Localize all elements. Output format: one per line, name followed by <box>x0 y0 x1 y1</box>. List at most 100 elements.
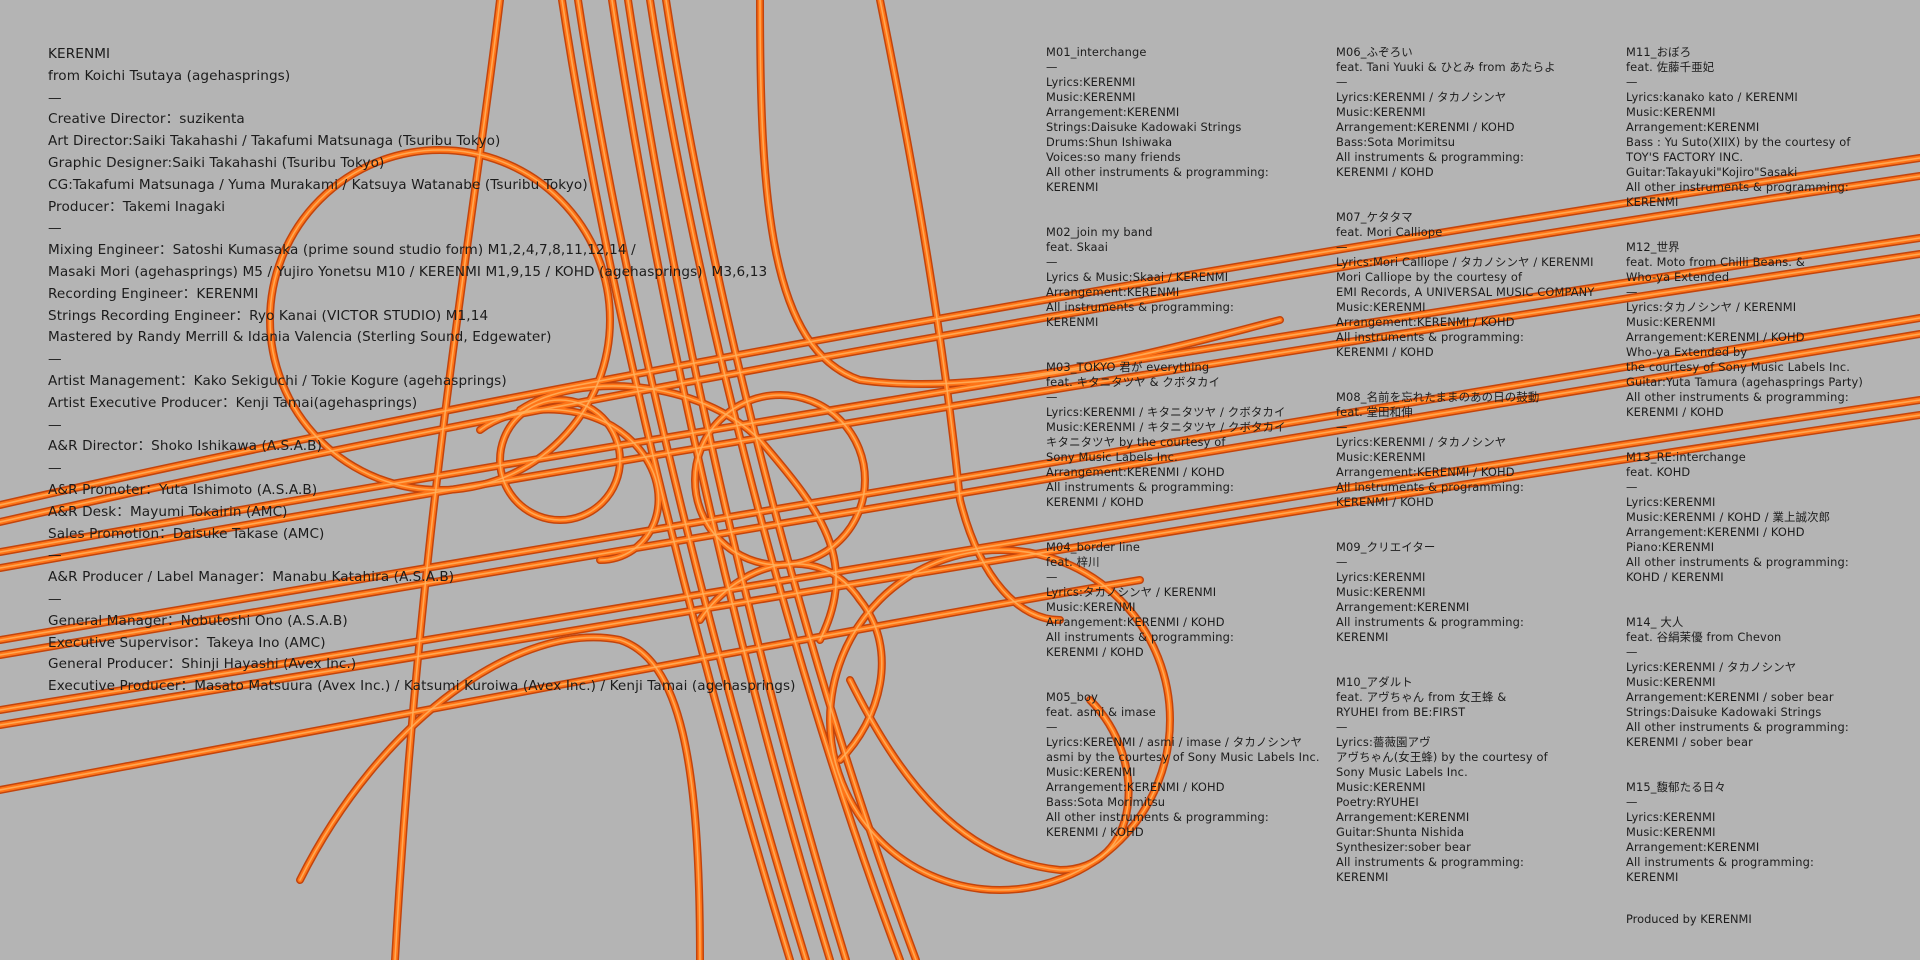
wire-strand <box>0 333 1920 656</box>
track-credit-line: Lyrics:KERENMI <box>1336 570 1426 584</box>
credit-line: KERENMI <box>48 46 111 62</box>
track-credit-line: All instruments & programming: <box>1336 615 1524 629</box>
credit-separator: — <box>48 89 62 106</box>
credit-separator: — <box>48 547 62 564</box>
track-credit-line: feat. asmi & imase <box>1046 705 1156 719</box>
track-credit-line: Lyrics:KERENMI <box>1626 495 1716 509</box>
wire-strand <box>627 0 847 960</box>
credit-separator: — <box>1626 75 1638 89</box>
credit-line: A&R Producer / Label Manager：Manabu Kata… <box>48 569 455 586</box>
track-credit-line: Lyrics & Music:Skaai / KERENMI <box>1046 270 1229 284</box>
credit-line: Sales Promotion：Daisuke Takase (AMC) <box>48 525 325 542</box>
track-credit-line: feat. キタニタツヤ & クボタカイ <box>1046 375 1221 389</box>
track-title: M11_おぼろ <box>1626 45 1692 59</box>
wire-strand <box>299 636 701 960</box>
track-credit-line: All other instruments & programming: <box>1046 810 1269 824</box>
track-title: M06_ふぞろい <box>1336 45 1413 59</box>
track-credit-line: Arrangement:KERENMI / KOHD <box>1046 465 1225 479</box>
wire-strand <box>561 0 791 960</box>
track-credit-line: Lyrics:タカノシンヤ / KERENMI <box>1626 300 1797 314</box>
track-credit-line: Lyrics:kanako kato / KERENMI <box>1626 90 1798 104</box>
track-credit-line: feat. Tani Yuuki & ひとみ from あたらよ <box>1336 60 1556 74</box>
album-credits-left: KERENMI from Koichi Tsutaya (agehasprings… <box>48 44 795 698</box>
track-credit-line: Lyrics:KERENMI / タカノシンヤ <box>1626 660 1797 674</box>
track-credit-line: KERENMI / KOHD <box>1046 495 1144 509</box>
track-credit-line: All instruments & programming: <box>1336 330 1524 344</box>
track-credit-line: Arrangement:KERENMI <box>1626 120 1760 134</box>
track-credit-line: Who-ya Extended <box>1626 270 1730 284</box>
credit-line: Recording Engineer：KERENMI <box>48 285 259 302</box>
track-credit-line: Lyrics:Mori Calliope / タカノシンヤ / KERENMI <box>1336 255 1594 269</box>
credit-separator: — <box>48 590 62 607</box>
track-credit-line: KERENMI / KOHD <box>1046 645 1144 659</box>
track-credit-line: All instruments & programming: <box>1046 480 1234 494</box>
track-credit-line: Arrangement:KERENMI <box>1046 285 1180 299</box>
track-credit-line: Music:KERENMI / キタニタツヤ / クボタカイ <box>1046 420 1286 434</box>
track-title: M13_RE:interchange <box>1626 450 1746 464</box>
wire-strand <box>649 0 901 960</box>
wire-strand <box>0 253 1920 569</box>
credit-line: CG:Takafumi Matsunaga / Yuma Murakami / … <box>48 176 588 193</box>
track-credit-line: feat. 堂田和伸 <box>1336 405 1413 419</box>
track-credit-line: Music:KERENMI <box>1626 315 1716 329</box>
track-credit-line: Poetry:RYUHEI <box>1336 795 1419 809</box>
track-credit-line: All instruments & programming: <box>1046 630 1234 644</box>
credit-line: Masaki Mori (agehasprings) M5 / Yujiro Y… <box>48 263 768 280</box>
track-credit-line: Music:KERENMI <box>1046 765 1136 779</box>
track-title: M02_join my band <box>1046 225 1153 239</box>
credit-line: from Koichi Tsutaya (agehasprings) <box>48 67 291 84</box>
track-credit-line: Mori Calliope by the courtesy of <box>1336 270 1523 284</box>
track-credit-line: All instruments & programming: <box>1626 855 1814 869</box>
track-credit-line: Music:KERENMI <box>1626 675 1716 689</box>
track-credit-line: Lyrics:KERENMI <box>1046 75 1136 89</box>
produced-by-text: Produced by KERENMI <box>1626 912 1752 926</box>
track-credit-line: Strings:Daisuke Kadowaki Strings <box>1046 120 1242 134</box>
track-credit-line: Guitar:Takayuki"Kojiro"Sasaki <box>1626 165 1798 179</box>
track-credit-line: Lyrics:KERENMI <box>1626 810 1716 824</box>
track-credit-line: KERENMI / KOHD <box>1626 405 1724 419</box>
track-credit-line: asmi by the courtesy of Sony Music Label… <box>1046 750 1320 764</box>
track-credit-line: Synthesizer:sober bear <box>1336 840 1471 854</box>
track-title: M14_ 大人 <box>1626 615 1684 629</box>
wire-strand <box>577 0 807 960</box>
track-credit-line: Sony Music Labels Inc. <box>1336 765 1468 779</box>
wire-strand <box>665 0 917 960</box>
track-credit-line: feat. Mori Calliope <box>1336 225 1443 239</box>
track-credit-line: KERENMI <box>1626 870 1679 884</box>
track-credit-line: Music:KERENMI <box>1336 450 1426 464</box>
track-credit-line: Who-ya Extended by <box>1626 345 1748 359</box>
track-credit-line: Lyrics:KERENMI / タカノシンヤ <box>1336 90 1507 104</box>
track-credit-line: Music:KERENMI <box>1626 105 1716 119</box>
track-credit-line: KERENMI <box>1336 870 1389 884</box>
credit-separator: — <box>1336 720 1348 734</box>
wire-strand <box>0 399 1920 711</box>
track-credit-line: the courtesy of Sony Music Labels Inc. <box>1626 360 1851 374</box>
credit-line: Mixing Engineer：Satoshi Kumasaka (prime … <box>48 242 636 259</box>
track-credit-line: Bass:Sota Morimitsu <box>1046 795 1166 809</box>
track-credit-line: KERENMI <box>1046 180 1099 194</box>
credit-line: Artist Executive Producer：Kenji Tamai(ag… <box>48 394 418 411</box>
track-credit-line: Music:KERENMI <box>1336 105 1426 119</box>
track-credit-line: TOY'S FACTORY INC. <box>1626 150 1744 164</box>
credit-line: General Producer：Shinji Hayashi (Avex In… <box>48 656 357 673</box>
track-title: M08_名前を忘れたままのあの日の鼓動 <box>1336 390 1540 404</box>
credit-separator: — <box>1336 420 1348 434</box>
track-credit-line: Arrangement:KERENMI / sober bear <box>1626 690 1834 704</box>
track-credit-line: feat. 谷絹茉優 from Chevon <box>1626 630 1782 644</box>
wire-loop <box>499 399 621 521</box>
track-credit-line: Lyrics:タカノシンヤ / KERENMI <box>1046 585 1217 599</box>
wire-loop <box>269 149 611 491</box>
track-credit-line: Piano:KERENMI <box>1626 540 1715 554</box>
wire-strand <box>759 0 1281 385</box>
credit-separator: — <box>1626 795 1638 809</box>
credit-separator: — <box>1046 255 1058 269</box>
wire-strand <box>0 579 1141 791</box>
